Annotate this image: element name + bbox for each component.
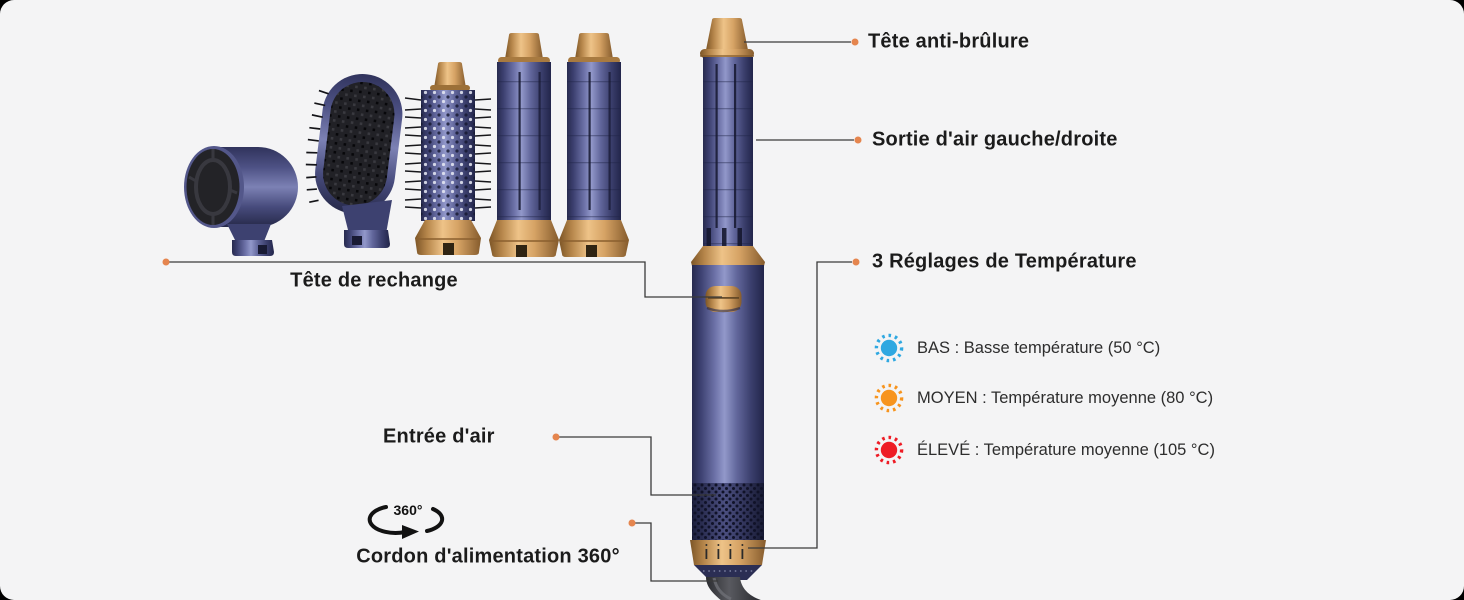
callout-dot-air-inlet xyxy=(552,433,560,441)
rotation-360-label: 360° xyxy=(394,502,423,518)
callout-dot-spare-head xyxy=(162,258,170,266)
temperature-switch-band xyxy=(690,540,766,565)
temp-setting-row-high: ÉLEVÉ : Température moyenne (105 °C) xyxy=(874,435,1215,465)
rotation-arrows xyxy=(367,505,445,535)
temp-low-sun-icon xyxy=(874,333,904,363)
attachment-paddle-brush xyxy=(305,74,403,248)
label-air-inlet: Entrée d'air xyxy=(383,425,495,448)
temp-setting-row-low: BAS : Basse température (50 °C) xyxy=(874,333,1160,363)
callout-line-temp-settings xyxy=(748,261,852,549)
temp-mid-text: MOYEN : Température moyenne (80 °C) xyxy=(917,388,1214,407)
callout-dot-temp-settings xyxy=(852,258,860,266)
attachment-round-brush xyxy=(404,62,492,255)
rotation-360-icon: 360° xyxy=(367,502,445,539)
attachment-curling-barrel-large xyxy=(489,33,559,257)
temp-mid-sun-icon xyxy=(874,383,904,413)
air-outlet-barrel xyxy=(703,57,753,246)
label-anti-burn-head: Tête anti-brûlure xyxy=(868,30,1030,53)
callout-line-air-inlet xyxy=(559,436,716,496)
callout-dot-air-outlet xyxy=(854,136,862,144)
temp-high-sun-icon xyxy=(874,435,904,465)
label-power-cord: Cordon d'alimentation 360° xyxy=(356,545,620,568)
callout-dot-power-cord xyxy=(628,519,636,527)
callout-line-power-cord xyxy=(635,522,718,582)
temp-high-text: ÉLEVÉ : Température moyenne (105 °C) xyxy=(917,440,1215,459)
main-styler-body xyxy=(690,18,766,600)
air-inlet-grille xyxy=(692,483,764,540)
brush-bristles xyxy=(404,97,492,209)
label-spare-head: Tête de rechange xyxy=(290,269,458,292)
label-air-outlet: Sortie d'air gauche/droite xyxy=(872,128,1118,151)
label-temp-settings: 3 Réglages de Température xyxy=(872,250,1137,273)
attachment-curling-barrel-small xyxy=(558,32,630,258)
callout-dot-anti-burn xyxy=(851,38,859,46)
temp-low-text: BAS : Basse température (50 °C) xyxy=(917,338,1161,357)
temp-setting-row-mid: MOYEN : Température moyenne (80 °C) xyxy=(874,383,1213,413)
callout-line-spare-head xyxy=(169,261,722,298)
attachment-dryer-head xyxy=(184,146,298,256)
anti-burn-tip xyxy=(706,18,748,50)
release-button xyxy=(705,286,742,313)
